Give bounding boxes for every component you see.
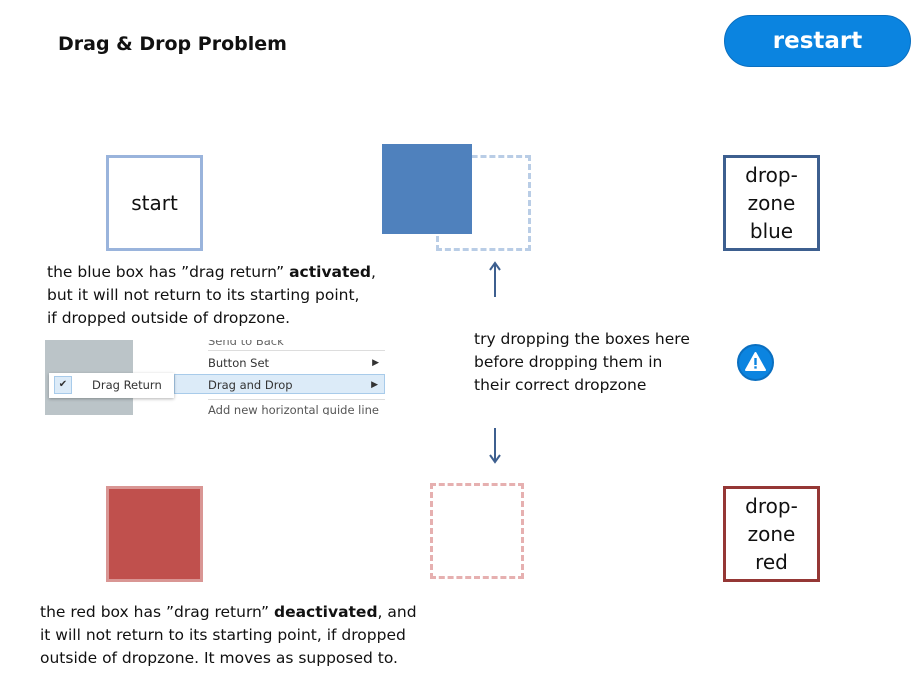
red-box-ghost-outline xyxy=(430,483,524,579)
arrow-down-icon xyxy=(489,428,501,468)
red-text-a: the red box has ”drag return” xyxy=(40,603,274,621)
warning-icon[interactable] xyxy=(737,344,774,381)
dropzone-red: drop- zone red xyxy=(723,486,820,582)
start-label: start xyxy=(131,191,178,215)
dropzone-blue: drop- zone blue xyxy=(723,155,820,251)
menu-item-send-to-back: Send to Back xyxy=(208,340,284,348)
blue-text-a: the blue box has ”drag return” xyxy=(47,263,290,281)
check-icon: ✔ xyxy=(54,376,72,394)
blue-text-c: , but it will not return to its starting… xyxy=(47,263,376,327)
dropzone-blue-label: drop- zone blue xyxy=(745,163,798,243)
submenu-drag-return: Drag Return xyxy=(92,378,162,392)
arrow-up-icon xyxy=(489,261,501,302)
red-description: the red box has ”drag return” deactivate… xyxy=(40,601,440,670)
blue-draggable-box[interactable] xyxy=(382,144,472,234)
start-box: start xyxy=(106,155,203,251)
context-menu-screenshot: Send to Back Button Set▶ Drag and Drop▶ … xyxy=(45,340,385,415)
page-title: Drag & Drop Problem xyxy=(58,33,287,55)
blue-description: the blue box has ”drag return” activated… xyxy=(47,261,407,330)
dropzone-red-label: drop- zone red xyxy=(745,494,798,574)
menu-item-add-guide: Add new horizontal guide line xyxy=(208,403,379,415)
hint-text: try dropping the boxes here before dropp… xyxy=(474,330,690,394)
red-draggable-box[interactable] xyxy=(106,486,203,582)
red-text-c: , and it will not return to its starting… xyxy=(40,603,417,667)
menu-item-drag-and-drop: Drag and Drop xyxy=(208,378,293,392)
blue-text-bold: activated xyxy=(289,263,372,281)
red-text-bold: deactivated xyxy=(273,603,378,621)
menu-item-button-set: Button Set xyxy=(208,356,270,370)
restart-button[interactable]: restart xyxy=(724,15,911,67)
